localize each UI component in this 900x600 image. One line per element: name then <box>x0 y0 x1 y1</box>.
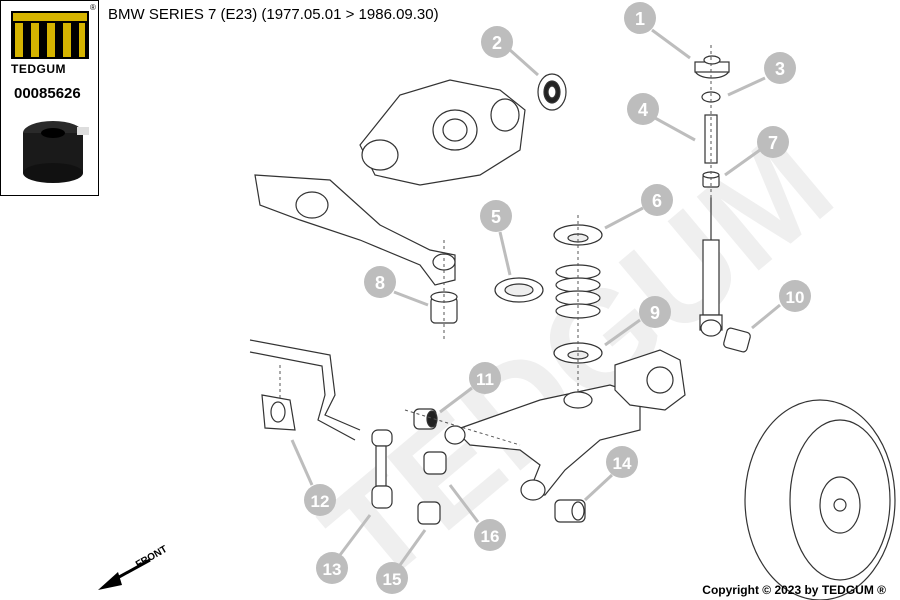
callout-9: 9 <box>604 296 671 347</box>
logo-panel: ® TEDGUM 00085626 <box>0 0 99 196</box>
callout-label-14: 14 <box>613 454 632 473</box>
copyright-notice: Copyright © 2023 by TEDGUM ® <box>702 583 886 597</box>
wheel <box>744 399 896 600</box>
bushing-photo <box>23 121 89 183</box>
front-arrow-icon: FRONT <box>98 544 169 590</box>
callout-15: 15 <box>376 529 427 594</box>
callout-1: 1 <box>624 2 691 60</box>
page-title: BMW SERIES 7 (E23) (1977.05.01 > 1986.09… <box>108 6 439 23</box>
callout-6: 6 <box>604 184 673 230</box>
callout-label-4: 4 <box>638 100 648 120</box>
callout-label-11: 11 <box>476 370 494 389</box>
callout-label-1: 1 <box>635 9 645 29</box>
callout-label-6: 6 <box>652 191 662 211</box>
callout-11: 11 <box>439 362 501 414</box>
hub-carrier <box>614 349 686 411</box>
callout-label-13: 13 <box>323 560 342 579</box>
callout-label-16: 16 <box>481 527 500 546</box>
part-number: 00085626 <box>14 85 81 102</box>
callout-8: 8 <box>364 266 429 307</box>
bearing <box>537 73 567 111</box>
sleeve-4 <box>704 114 718 164</box>
trailing-arm <box>254 174 456 286</box>
strut-bearing <box>494 277 544 303</box>
callout-16: 16 <box>448 484 506 551</box>
bush-10 <box>723 327 751 353</box>
callout-label-7: 7 <box>768 133 778 153</box>
callout-7: 7 <box>724 126 789 177</box>
callout-label-3: 3 <box>775 59 785 79</box>
coil-spring <box>555 264 601 319</box>
callout-13: 13 <box>316 514 372 584</box>
registered-mark: ® <box>90 3 96 12</box>
bush-14 <box>554 499 586 523</box>
stabilizer-link <box>371 429 393 509</box>
production-period: (1977.05.01 > 1986.09.30) <box>261 6 439 23</box>
callout-10: 10 <box>751 280 811 330</box>
bush-16 <box>423 451 447 475</box>
callout-label-5: 5 <box>491 207 501 227</box>
assembly-axes <box>279 45 712 446</box>
callout-label-9: 9 <box>650 303 660 323</box>
front-label: FRONT <box>134 544 169 571</box>
shock-absorber <box>699 197 723 337</box>
callout-3: 3 <box>727 52 796 97</box>
callout-5: 5 <box>480 200 512 276</box>
differential-housing <box>359 79 526 186</box>
callout-label-10: 10 <box>786 288 805 307</box>
lower-control-arm <box>444 384 641 501</box>
callouts: 1 2 3 4 5 <box>290 2 811 594</box>
top-mount <box>694 55 730 79</box>
tedgum-logo-mark <box>11 11 89 59</box>
bush-15 <box>417 501 441 525</box>
stabilizer-bar <box>249 339 361 441</box>
bush-11 <box>413 408 438 430</box>
callout-12: 12 <box>290 439 336 516</box>
callout-label-15: 15 <box>383 570 402 589</box>
callout-2: 2 <box>481 26 539 77</box>
vehicle-model: BMW SERIES 7 (E23) <box>108 6 258 23</box>
callout-label-12: 12 <box>311 492 330 511</box>
brand-name: TEDGUM <box>11 62 66 76</box>
stabilizer-bracket <box>261 394 296 431</box>
callout-label-8: 8 <box>375 273 385 293</box>
callout-14: 14 <box>583 446 638 502</box>
callout-label-2: 2 <box>492 33 502 53</box>
callout-4: 4 <box>627 93 696 142</box>
